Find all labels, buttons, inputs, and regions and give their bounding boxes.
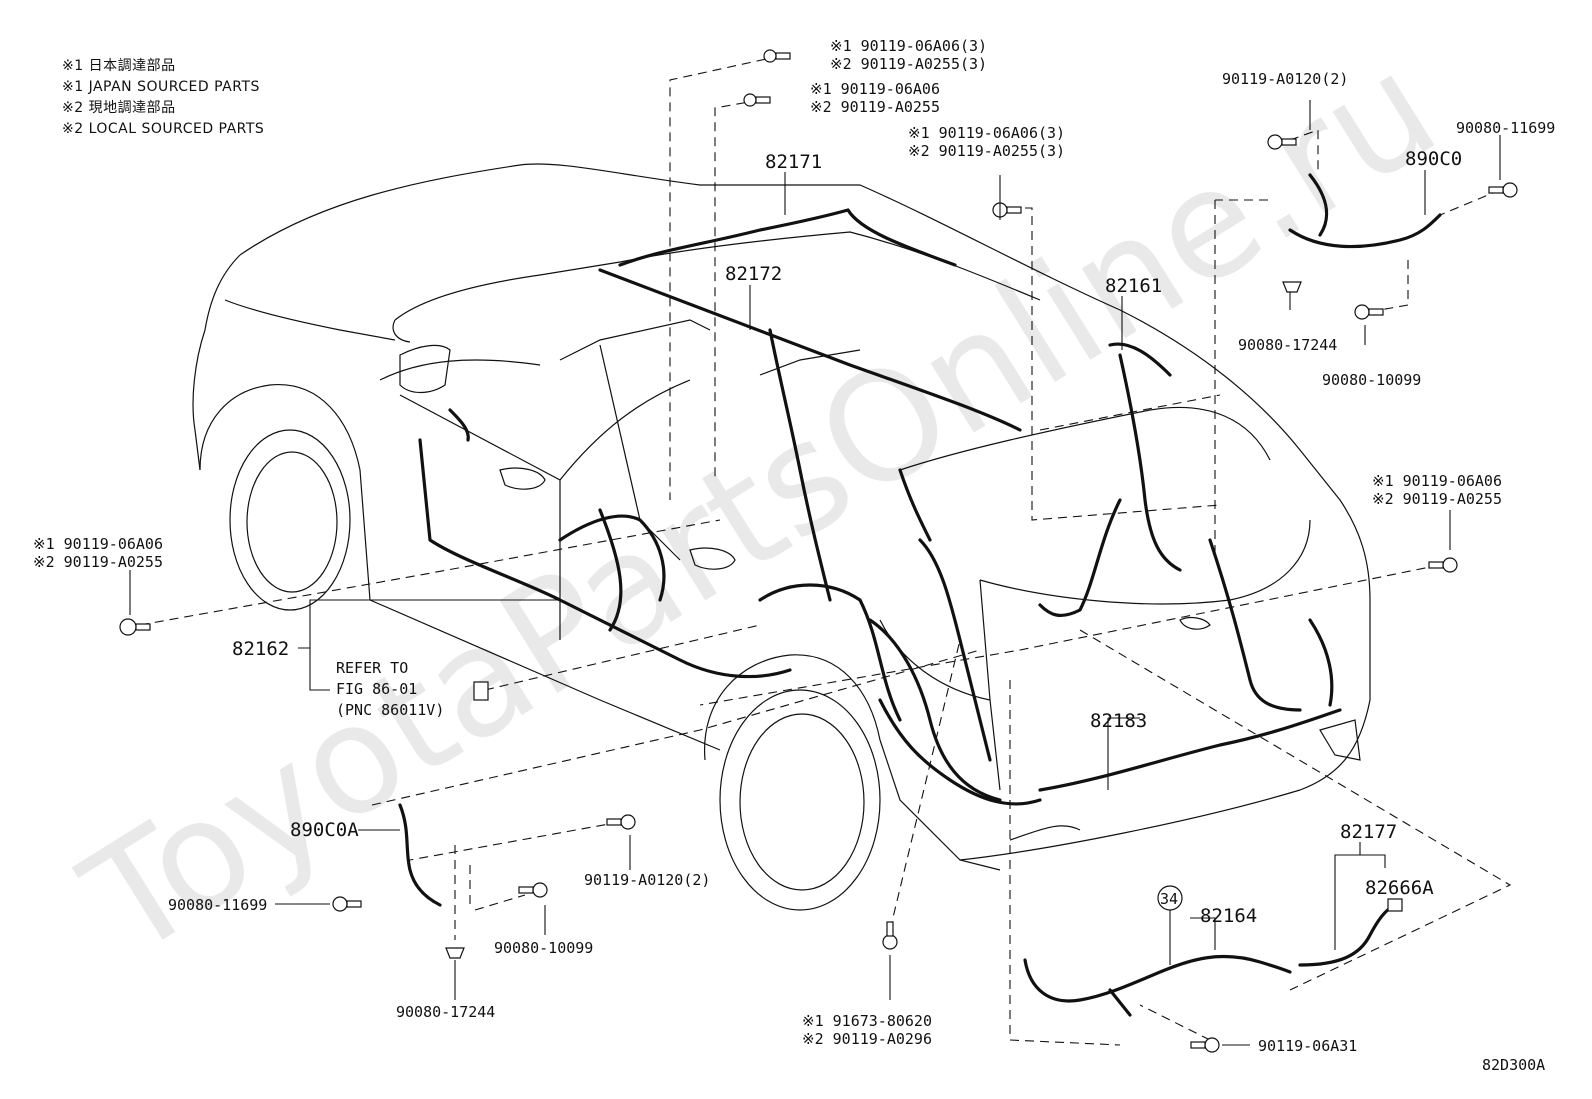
part-number-labels: 82171 82172 82161 82162 82183 82177 8266… (232, 148, 1462, 927)
harness-82171 (618, 208, 957, 267)
vehicle-outline (192, 163, 1371, 911)
circle-34-label: 34 (1160, 890, 1178, 908)
harness-82164 (1023, 954, 1292, 1003)
part-82171: 82171 (765, 151, 822, 173)
callout-tr-17244: 90080-17244 (1238, 336, 1337, 354)
bolt-icon (1190, 1037, 1220, 1053)
callout-bot-b: ※2 90119-A0296 (802, 1030, 932, 1048)
callout-bot-a: ※1 91673-80620 (802, 1012, 932, 1030)
part-82177: 82177 (1340, 821, 1397, 843)
callout-top2-b: ※2 90119-A0255 (810, 98, 940, 116)
part-82172: 82172 (725, 263, 782, 285)
refer-line-3: (PNC 86011V) (336, 701, 444, 719)
part-890c0: 890C0 (1405, 148, 1462, 170)
callout-bl-11699: 90080-11699 (168, 896, 267, 914)
label-leaders (129, 100, 1501, 1046)
note-line-2: ※1 JAPAN SOURCED PARTS (62, 79, 260, 95)
callout-bl-17244: 90080-17244 (396, 1003, 495, 1021)
bolt-icon (1428, 557, 1458, 573)
part-82666a: 82666A (1365, 877, 1434, 899)
bolt-icon (992, 202, 1022, 218)
callout-left-a: ※1 90119-06A06 (33, 535, 163, 553)
callout-top1-a: ※1 90119-06A06(3) (830, 37, 987, 55)
callout-right-b: ※2 90119-A0255 (1372, 490, 1502, 508)
figure-code: 82D300A (1482, 1056, 1545, 1074)
refer-line-1: REFER TO (336, 659, 408, 677)
watermark: ToyotaPartsOnline.ru (56, 21, 1465, 991)
callout-bl-10099: 90080-10099 (494, 939, 593, 957)
dashed-leaders (139, 55, 1512, 1046)
harness-890c0a (398, 803, 442, 907)
callout-labels: ※1 90119-06A06(3) ※2 90119-A0255(3) ※1 9… (33, 37, 1555, 1055)
clip-icon (1282, 281, 1302, 293)
connector-icon (473, 681, 489, 701)
bolt-icon (332, 896, 362, 912)
callout-tr-a0120: 90119-A0120(2) (1222, 70, 1348, 88)
callout-mid-a: ※1 90119-06A06(3) (908, 124, 1065, 142)
bolt-icon (763, 49, 791, 63)
harness-890c0 (1288, 173, 1442, 249)
harness-82177 (1298, 903, 1397, 967)
bolt-icon (882, 921, 898, 950)
legend-notes: ※1 日本調達部品 ※1 JAPAN SOURCED PARTS ※2 現地調達… (62, 58, 264, 137)
part-890c0a: 890C0A (290, 819, 359, 841)
bolt-icon (743, 93, 771, 107)
bolt-icon (119, 618, 151, 636)
note-line-3: ※2 現地調達部品 (62, 100, 176, 116)
bolt-icon (1488, 182, 1518, 198)
clip-icon (445, 947, 465, 959)
part-82183: 82183 (1090, 710, 1147, 732)
bolt-icon (1354, 304, 1384, 320)
bolt-icon (1267, 134, 1297, 150)
note-line-4: ※2 LOCAL SOURCED PARTS (62, 121, 264, 137)
part-82164: 82164 (1200, 905, 1257, 927)
harness-82172 (598, 268, 1022, 432)
callout-left-b: ※2 90119-A0255 (33, 553, 163, 571)
callout-right-a: ※1 90119-06A06 (1372, 472, 1502, 490)
callout-br-06a31: 90119-06A31 (1258, 1037, 1357, 1055)
fasteners (119, 49, 1518, 1053)
refer-line-2: FIG 86-01 (336, 680, 417, 698)
callout-tr-11699: 90080-11699 (1456, 119, 1555, 137)
bolt-icon (518, 882, 548, 898)
part-82161: 82161 (1105, 275, 1162, 297)
harness-82162 (418, 438, 792, 679)
reference-circle-34: 34 (1157, 885, 1183, 965)
note-line-1: ※1 日本調達部品 (62, 58, 176, 74)
callout-mid-b: ※2 90119-A0255(3) (908, 142, 1065, 160)
callout-top1-b: ※2 90119-A0255(3) (830, 55, 987, 73)
clip-icon (1387, 898, 1403, 912)
bolt-icon (606, 814, 636, 830)
part-82162: 82162 (232, 638, 289, 660)
harness-82161 (1108, 342, 1182, 572)
callout-top2-a: ※1 90119-06A06 (810, 80, 940, 98)
harness-82183 (1038, 708, 1342, 792)
harnesses (398, 173, 1442, 1017)
callout-bl-a0120: 90119-A0120(2) (584, 871, 710, 889)
callout-tr-10099: 90080-10099 (1322, 371, 1421, 389)
